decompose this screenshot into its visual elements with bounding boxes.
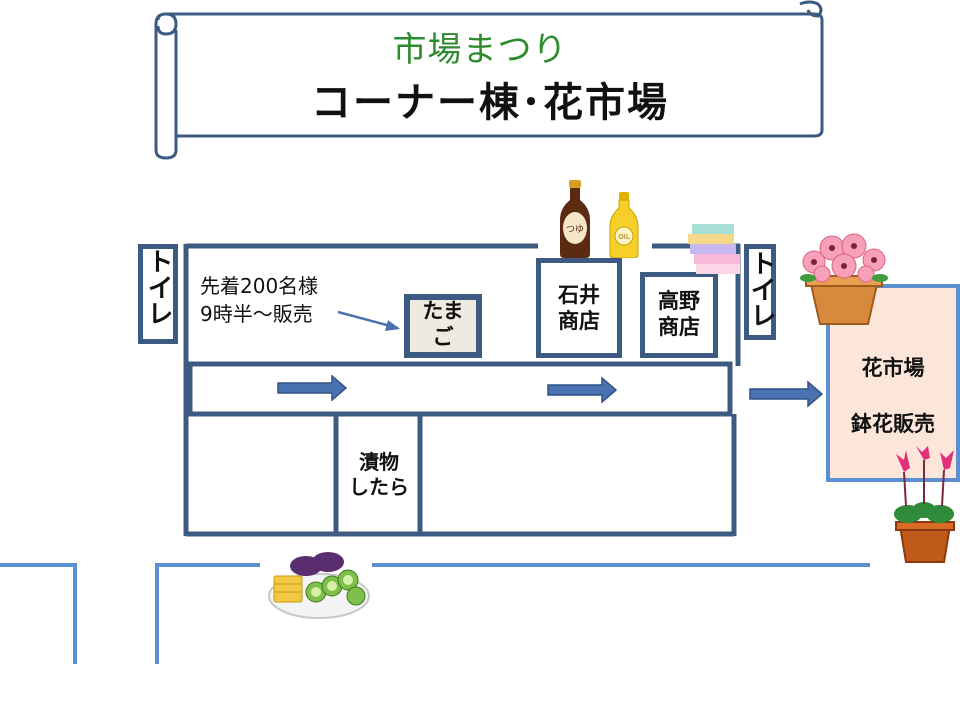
flower-market xyxy=(826,284,960,482)
toilet-right xyxy=(744,244,776,340)
stall-takano-label: 高野 商店 xyxy=(658,289,700,340)
toilet-left xyxy=(138,244,178,344)
stall-tamago xyxy=(404,294,482,358)
cyclamen-pot-icon xyxy=(894,446,955,563)
toilet-left-label: トイレ xyxy=(143,248,173,326)
oil-bottle-icon: OIL xyxy=(609,192,639,258)
flower-market-label: 花市場 鉢花販売 xyxy=(851,356,935,436)
stall-tamago-label: たま ご xyxy=(422,299,464,350)
soy-sauce-bottle-icon: つゆ xyxy=(560,180,590,258)
stall-ishii xyxy=(536,258,622,358)
soy-bottle-label: つゆ xyxy=(566,224,584,235)
toilet-right-label: トイレ xyxy=(746,250,776,328)
stall-tsukemono-label: 漬物 したら xyxy=(349,450,409,499)
page-subtitle: 市場まつり xyxy=(392,30,568,70)
oil-bottle-label: OIL xyxy=(618,233,630,241)
page-title: コーナー棟･花市場 xyxy=(311,80,669,126)
stall-ishii-label: 石井 商店 xyxy=(558,283,600,334)
flower-pot-pink-icon xyxy=(800,233,888,325)
egg-sale-note: 先着200名様 9時半～販売 xyxy=(200,272,318,328)
packages-icon xyxy=(688,224,740,274)
note-line-1: 先着200名様 xyxy=(200,274,319,298)
pickles-plate-icon xyxy=(268,552,370,619)
note-line-2: 9時半～販売 xyxy=(200,302,313,326)
stall-takano xyxy=(640,272,718,358)
title-banner xyxy=(154,0,824,160)
